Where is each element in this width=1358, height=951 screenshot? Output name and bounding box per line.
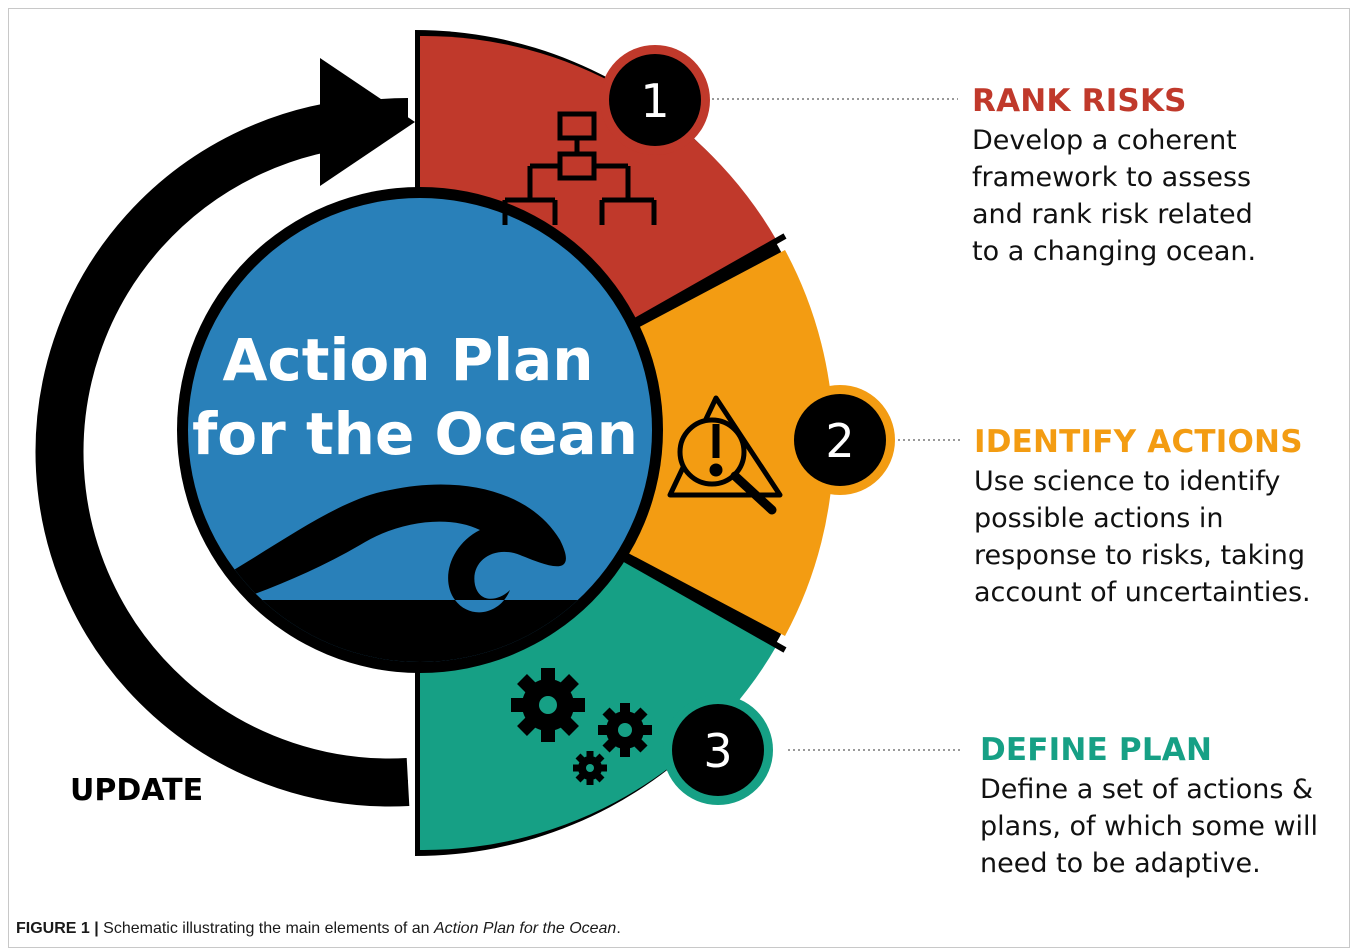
step-description-line: response to risks, taking [974, 540, 1305, 571]
step-description-line: possible actions in [974, 503, 1224, 534]
step-title: IDENTIFY ACTIONS [974, 424, 1303, 460]
step-description-line: to a changing ocean. [972, 236, 1257, 267]
figure-frame [8, 8, 1350, 948]
badge-2 [794, 394, 886, 486]
step-description-line: plans, of which some will [980, 811, 1319, 842]
step-description: Define a set of actions & plans, of whic… [980, 771, 1318, 882]
step-description-line: Use science to identify [974, 466, 1281, 497]
badge-3 [672, 704, 764, 796]
gears-icon [511, 668, 652, 785]
badge-1 [609, 54, 701, 146]
figure-caption: FIGURE 1 | Schematic illustrating the ma… [16, 920, 621, 938]
step-description-line: account of uncertainties. [974, 577, 1311, 608]
step-description: Develop a coherent framework to assess a… [972, 122, 1256, 270]
center-title-line1: Action Plan [222, 326, 593, 394]
badge-number-1: 1 [640, 74, 669, 128]
step-rank-risks: RANK RISKS Develop a coherent framework … [972, 82, 1256, 270]
step-define-plan: DEFINE PLAN Define a set of actions & pl… [980, 731, 1318, 882]
badge-number-2: 2 [825, 414, 854, 468]
step-description-line: Define a set of actions & [980, 774, 1314, 805]
update-arrowhead [320, 58, 415, 186]
step-identify-actions: IDENTIFY ACTIONS Use science to identify… [974, 423, 1311, 611]
update-label: UPDATE [70, 773, 203, 808]
step-title: DEFINE PLAN [980, 732, 1213, 768]
caption-end: . [616, 920, 621, 937]
step-description: Use science to identify possible actions… [974, 463, 1311, 611]
caption-text: Schematic illustrating the main elements… [98, 920, 434, 937]
warning-magnifier-icon [667, 395, 783, 515]
step-description-line: need to be adaptive. [980, 848, 1261, 879]
center-title-line2: for the Ocean [192, 400, 638, 468]
badge-number-3: 3 [703, 724, 732, 778]
step-description-line: Develop a coherent [972, 125, 1237, 156]
step-title: RANK RISKS [972, 83, 1187, 119]
hierarchy-icon [502, 111, 657, 225]
caption-emphasis: Action Plan for the Ocean [434, 920, 617, 937]
step-description-line: and rank risk related [972, 199, 1253, 230]
caption-label: FIGURE 1 | [16, 920, 99, 937]
step-description-line: framework to assess [972, 162, 1252, 193]
update-arrow-band [35, 98, 410, 807]
